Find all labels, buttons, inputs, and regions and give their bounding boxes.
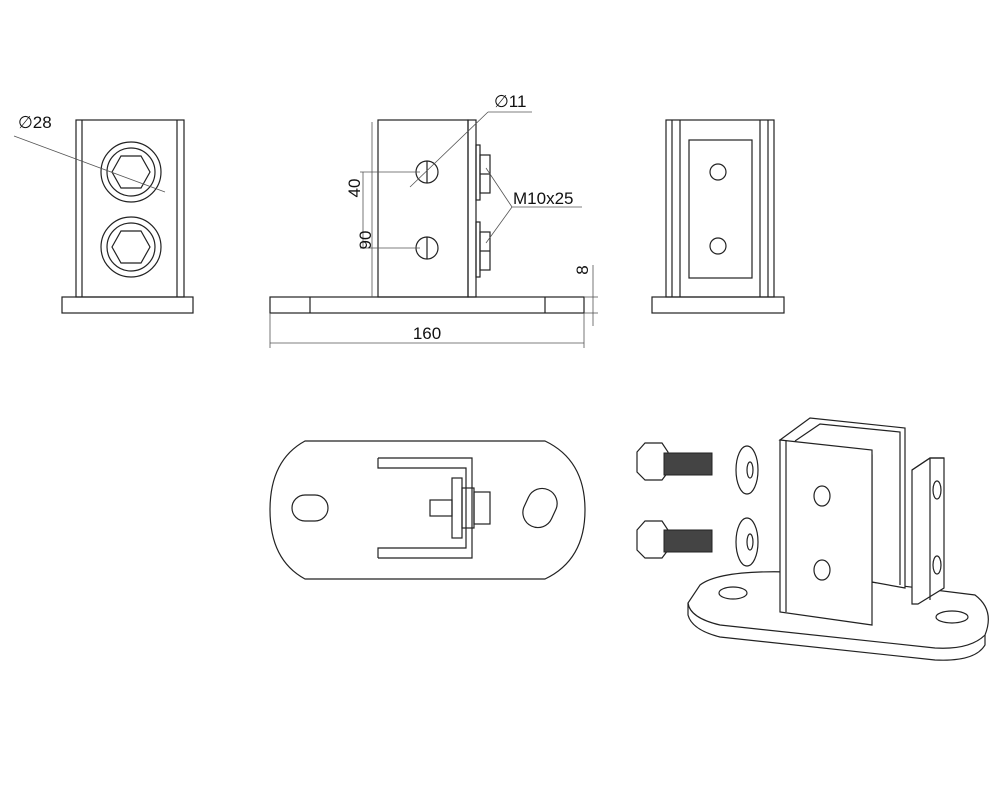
length-label: 160: [413, 324, 441, 343]
isometric-view: [636, 417, 989, 661]
hole-spacing-label: 40: [345, 179, 364, 198]
washer-diameter-label: ∅28: [18, 113, 52, 132]
thickness-label: 8: [573, 265, 592, 274]
top-view: [269, 440, 586, 580]
washer-icon: [735, 445, 759, 567]
side-view-left: ∅28: [13, 113, 194, 314]
front-view: 40 90 ∅11 M10x25 8 160: [269, 92, 598, 348]
hole-diameter-label: ∅11: [494, 92, 526, 111]
height-label: 90: [356, 231, 375, 250]
bolt-icon: [636, 442, 713, 559]
side-view-right: [651, 119, 785, 314]
bolt-spec-label: M10x25: [513, 189, 573, 208]
